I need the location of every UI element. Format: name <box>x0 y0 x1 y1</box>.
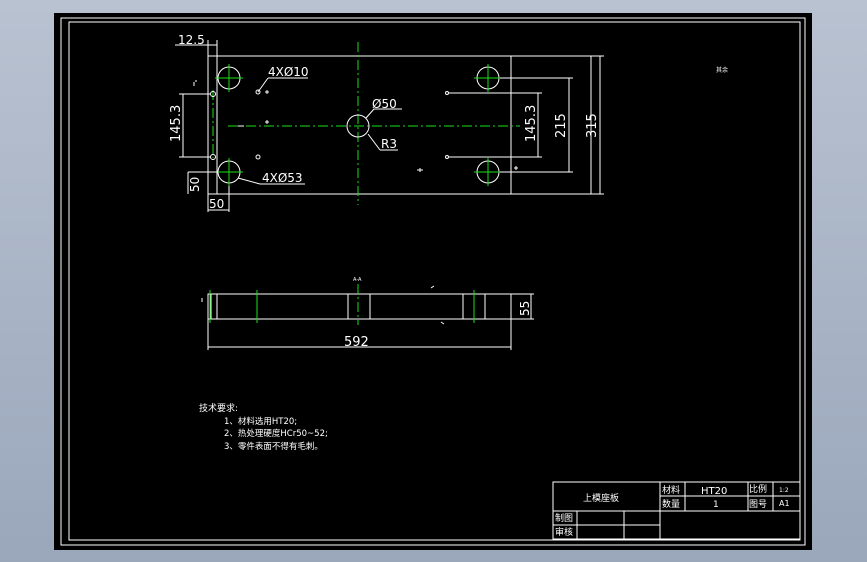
dim-145-3-right: 145.3 <box>524 105 539 142</box>
top-view: 12.5 145.3 145.3 215 315 50 50 4XØ1 <box>169 33 604 212</box>
drawing-no-value: A1 <box>779 499 790 508</box>
section-label: A-A <box>353 277 362 283</box>
callout-4x-dia53: 4XØ53 <box>262 171 303 185</box>
section-view: A-A 592 55 <box>201 277 534 350</box>
corner-roughness-mark: 其余 <box>716 66 728 74</box>
section-body <box>207 293 512 320</box>
drawing-no-label: 图号 <box>749 499 767 510</box>
dim-50-vertical: 50 <box>188 177 202 192</box>
dim-215: 215 <box>554 113 569 138</box>
dim-55: 55 <box>518 301 532 316</box>
small-hole <box>210 154 216 160</box>
scale-label: 比例 <box>749 483 767 495</box>
technical-notes: 技术要求: 1、材料选用HT20; 2、热处理硬度HCr50~52; 3、零件表… <box>199 402 328 452</box>
section-center-hole <box>347 293 371 320</box>
dim-12-5: 12.5 <box>178 33 205 47</box>
callout-4x-dia10: 4XØ10 <box>268 65 309 79</box>
center-hole <box>346 114 370 138</box>
hole-bottom-left <box>215 158 243 186</box>
part-name: 上模座板 <box>583 492 619 504</box>
dim-50-horizontal: 50 <box>209 197 224 211</box>
dim-145-3-left: 145.3 <box>169 105 184 142</box>
material-value: HT20 <box>701 486 727 497</box>
hole-top-left <box>215 64 243 92</box>
note-line: 3、零件表面不得有毛刺。 <box>224 441 323 452</box>
dim-315: 315 <box>585 113 600 138</box>
callout-r3: R3 <box>381 137 397 151</box>
outer-frame <box>60 17 806 546</box>
scale-value: 1:2 <box>779 487 789 494</box>
drawing-sheet <box>54 13 812 550</box>
quantity-value: 1 <box>713 500 719 510</box>
inner-frame <box>68 21 801 541</box>
small-hole <box>210 91 216 97</box>
checked-by-label: 审核 <box>555 526 573 538</box>
callout-dia50: Ø50 <box>372 97 397 111</box>
drawn-by-label: 制图 <box>555 512 573 524</box>
note-line: 1、材料选用HT20; <box>224 416 297 427</box>
quantity-label: 数量 <box>662 498 680 510</box>
note-line: 2、热处理硬度HCr50~52; <box>224 428 328 439</box>
hole-top-right <box>474 64 502 92</box>
notes-title: 技术要求: <box>199 402 238 414</box>
hole-bottom-right <box>474 158 502 186</box>
dim-592: 592 <box>344 335 369 350</box>
material-label: 材料 <box>662 484 680 496</box>
title-block: 上模座板 材料 HT20 比例 1:2 数量 1 图号 A1 制图 审核 <box>552 481 801 540</box>
